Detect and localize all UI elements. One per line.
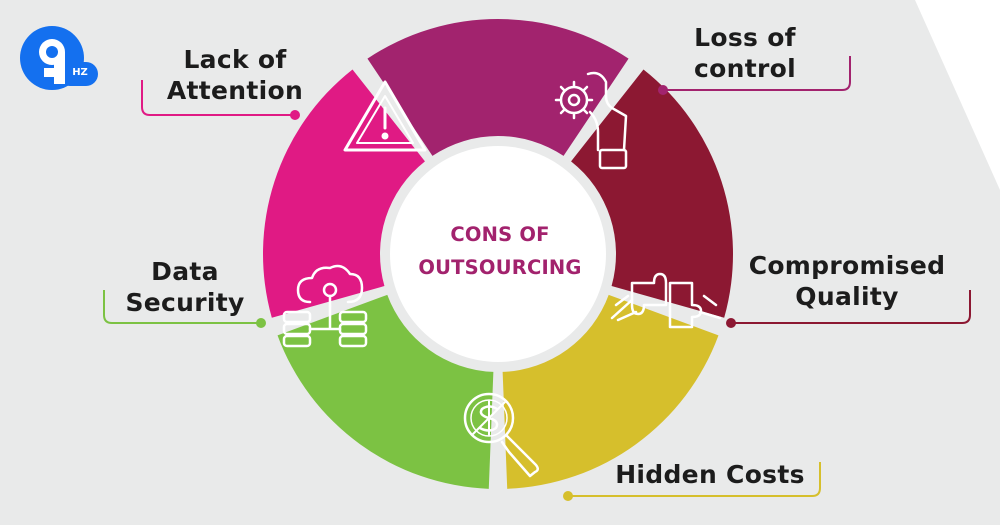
label-line1: Loss of <box>694 23 796 52</box>
center-circle <box>390 146 606 362</box>
connector-hidden-costs <box>563 462 821 501</box>
brand-logo <box>20 26 98 90</box>
segment-loss-of-control <box>367 19 629 156</box>
center-title-line2: OUTSOURCING <box>418 256 582 279</box>
label-line2: Security <box>125 288 245 317</box>
connector-data-security <box>103 290 266 328</box>
label-hidden-costs: Hidden Costs <box>590 459 830 490</box>
center-title-line1: CONS OF <box>450 223 550 246</box>
connector-compromised-quality <box>726 290 971 328</box>
hand-gear-icon <box>554 71 628 170</box>
segment-hidden-costs <box>502 294 719 489</box>
segment-compromised-quality <box>571 69 734 318</box>
label-compromised-quality: Compromised Quality <box>722 250 972 312</box>
logo-text: HZ <box>72 67 88 78</box>
ring <box>263 19 734 489</box>
segment-data-security <box>277 294 494 489</box>
segment-lack-of-attention <box>263 69 425 318</box>
dollar-search-icon <box>463 392 539 478</box>
puzzle-hands-icon <box>610 272 722 329</box>
cloud-database-icon <box>282 264 368 348</box>
label-line2: Attention <box>166 76 304 105</box>
label-line1: Data <box>151 257 219 286</box>
label-line2: control <box>694 54 796 83</box>
label-line1: Lack of <box>183 45 287 74</box>
connector-lack-of-attention <box>141 80 300 120</box>
label-loss-of-control: Loss of control <box>670 22 820 84</box>
connector-loss-of-control <box>658 56 851 95</box>
label-data-security: Data Security <box>105 256 265 318</box>
center-title: CONS OF OUTSOURCING <box>400 218 600 284</box>
label-line2: Quality <box>795 282 899 311</box>
label-line1: Compromised <box>748 251 946 280</box>
label-line1: Hidden Costs <box>615 460 805 489</box>
label-lack-of-attention: Lack of Attention <box>150 44 320 106</box>
warning-icon <box>343 80 427 152</box>
